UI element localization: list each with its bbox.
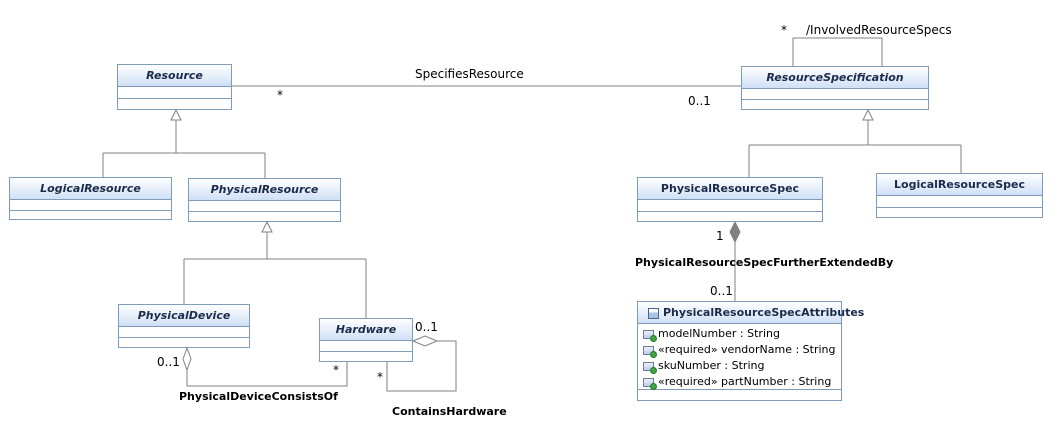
- class-physical-resource-spec[interactable]: PhysicalResourceSpec: [637, 177, 823, 222]
- attribute-compartment: [119, 327, 249, 338]
- class-name: LogicalResource: [10, 178, 171, 200]
- assoc-name-specifies-resource: SpecifiesResource: [415, 67, 524, 81]
- operation-compartment: [742, 100, 928, 110]
- assoc-name-further-extended-by: PhysicalResourceSpecFurtherExtendedBy: [635, 256, 894, 269]
- assoc-name-involved-resource-specs: /InvolvedResourceSpecs: [806, 23, 952, 37]
- class-logical-resource[interactable]: LogicalResource: [9, 177, 172, 220]
- class-header: PhysicalResourceSpecAttributes: [638, 302, 864, 324]
- operation-compartment: [320, 352, 412, 362]
- attribute-row[interactable]: «required» vendorName : String: [638, 342, 841, 358]
- operation-compartment: [10, 211, 171, 220]
- class-physical-resource-spec-attributes[interactable]: PhysicalResourceSpecAttributes modelNumb…: [637, 301, 864, 401]
- attribute-compartment: [320, 341, 412, 352]
- multiplicity-further-extended-by-target: 0..1: [710, 284, 733, 298]
- class-name: Hardware: [320, 319, 412, 341]
- class-name: PhysicalResource: [189, 179, 340, 201]
- attribute-row[interactable]: skuNumber : String: [638, 358, 841, 374]
- class-name: PhysicalResourceSpecAttributes: [663, 306, 865, 319]
- operation-compartment: [118, 99, 231, 110]
- operation-compartment: [638, 212, 822, 222]
- class-physical-device[interactable]: PhysicalDevice: [118, 304, 250, 348]
- assoc-contains-hardware: [386, 340, 457, 392]
- assoc-device-consists-of: [186, 362, 348, 387]
- class-name: LogicalResourceSpec: [877, 174, 1042, 196]
- multiplicity-contains-hardware-source: 0..1: [415, 320, 438, 334]
- class-name: PhysicalDevice: [119, 305, 249, 327]
- multiplicity-involved-resource-specs: *: [781, 23, 787, 37]
- operation-compartment: [189, 212, 340, 222]
- attribute-row[interactable]: modelNumber : String: [638, 326, 841, 342]
- aggregation-diamond-physical-device: [182, 346, 192, 372]
- aggregation-diamond-hardware: [411, 335, 439, 347]
- attribute-compartment: [742, 89, 928, 100]
- gen-arrow-resource: [170, 108, 182, 121]
- attribute-compartment: [877, 196, 1042, 208]
- attribute-compartment: modelNumber : String «required» vendorNa…: [638, 324, 841, 390]
- multiplicity-device-consists-of-source: 0..1: [157, 355, 180, 369]
- assoc-involved-resource-specs: [792, 37, 883, 66]
- attribute-compartment: [118, 87, 231, 99]
- class-resource[interactable]: Resource: [117, 64, 232, 110]
- class-logical-resource-spec[interactable]: LogicalResourceSpec: [876, 173, 1043, 218]
- class-resource-specification[interactable]: ResourceSpecification: [741, 66, 929, 110]
- class-name: PhysicalResourceSpec: [638, 178, 822, 200]
- class-icon: [648, 307, 659, 319]
- gen-arrow-resource-specification: [862, 108, 874, 121]
- gen-arrow-physical-resource: [261, 220, 273, 233]
- attribute-compartment: [189, 201, 340, 212]
- multiplicity-device-consists-of-target: *: [333, 363, 339, 377]
- class-hardware[interactable]: Hardware: [319, 318, 413, 362]
- attribute-icon: [643, 377, 657, 390]
- attribute-compartment: [638, 200, 822, 212]
- attribute-icon: [643, 345, 657, 358]
- operation-compartment: [119, 338, 249, 348]
- multiplicity-specifies-resource-source: *: [277, 88, 283, 102]
- assoc-name-device-consists-of: PhysicalDeviceConsistsOf: [179, 390, 338, 403]
- multiplicity-contains-hardware-target: *: [377, 370, 383, 384]
- attribute-icon: [643, 329, 657, 342]
- composition-diamond-physresspec: [729, 220, 741, 244]
- attribute-icon: [643, 361, 657, 374]
- operation-compartment: [638, 390, 841, 400]
- class-name: ResourceSpecification: [742, 67, 928, 89]
- assoc-name-contains-hardware: ContainsHardware: [392, 405, 507, 418]
- attribute-row[interactable]: «required» partNumber : String: [638, 374, 841, 390]
- class-physical-resource[interactable]: PhysicalResource: [188, 178, 341, 222]
- class-name: Resource: [118, 65, 231, 87]
- multiplicity-specifies-resource-target: 0..1: [688, 94, 711, 108]
- multiplicity-further-extended-by-source: 1: [716, 229, 724, 243]
- attribute-compartment: [10, 200, 171, 211]
- operation-compartment: [877, 208, 1042, 218]
